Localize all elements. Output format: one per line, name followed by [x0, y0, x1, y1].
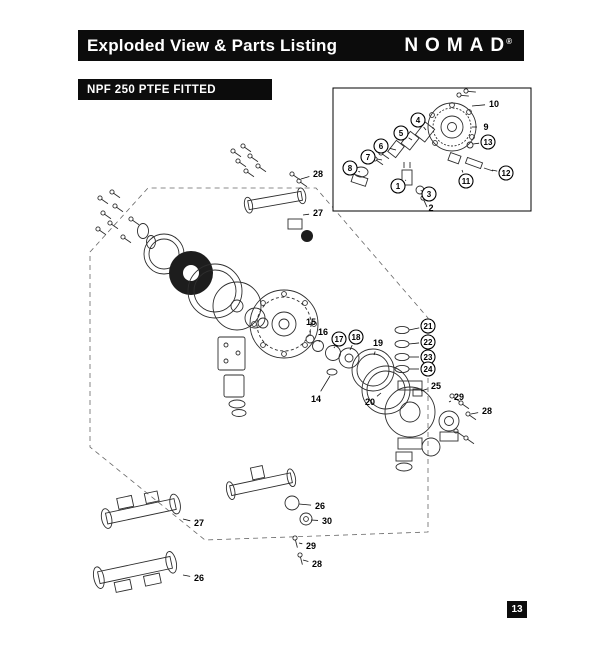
callout-number-1: 1 [396, 182, 401, 191]
bottom-left-manifolds-art [92, 490, 181, 593]
callout-number-18: 18 [352, 333, 361, 342]
callout-leader-18 [349, 345, 353, 351]
callout-number-5: 5 [399, 129, 404, 138]
callout-number-8: 8 [348, 164, 353, 173]
callout-number-12: 12 [502, 169, 511, 178]
callout-leader-28 [470, 412, 479, 415]
callout-number-14: 14 [311, 394, 321, 404]
callout-circle-5 [393, 125, 409, 141]
callout-number-27: 27 [313, 208, 323, 218]
callout-number-7: 7 [366, 153, 371, 162]
callout-number-26: 26 [315, 501, 325, 511]
callout-number-25: 25 [431, 381, 441, 391]
callout-number-21: 21 [424, 322, 433, 331]
callout-number-4: 4 [416, 116, 421, 125]
callout-number-29: 29 [454, 392, 464, 402]
callout-leader-27 [302, 213, 310, 216]
dashed-guides [89, 187, 429, 541]
callout-circle-17 [331, 331, 347, 347]
callout-circle-24 [420, 361, 436, 377]
callout-number-6: 6 [379, 142, 384, 151]
page-title: Exploded View & Parts Listing [87, 35, 338, 55]
registered-trademark-icon: ® [506, 36, 512, 46]
callout-leader-7 [376, 158, 383, 161]
callout-leader-27 [182, 518, 191, 522]
right-manifold-art [421, 393, 477, 457]
callout-number-17: 17 [335, 335, 344, 344]
callout-circle-1 [390, 178, 406, 194]
callout-leader-12 [491, 169, 498, 172]
callout-circle-8 [342, 160, 358, 176]
callout-leader-28 [302, 559, 309, 562]
callout-number-27: 27 [194, 518, 204, 528]
callout-number-28: 28 [313, 169, 323, 179]
callout-circle-4 [410, 112, 426, 128]
callout-leader-6 [389, 147, 397, 151]
callout-leader-26 [298, 503, 312, 506]
callout-number-20: 20 [365, 397, 375, 407]
callout-number-29: 29 [306, 541, 316, 551]
top-bracket-art [230, 143, 313, 242]
callout-leader-28 [300, 176, 310, 180]
callout-circle-21 [420, 318, 436, 334]
air-valve-column-art [217, 336, 247, 417]
callout-leader-11 [461, 169, 464, 173]
callout-number-19: 19 [373, 338, 383, 348]
callout-leader-20 [376, 392, 382, 397]
callout-leader-13 [472, 142, 480, 145]
callout-number-11: 11 [462, 177, 471, 186]
bottom-center-parts-art [225, 465, 313, 566]
page-number: 13 [511, 604, 523, 615]
page-number-badge: 13 [507, 601, 527, 618]
callout-leader-3 [420, 190, 423, 192]
callout-circle-18 [348, 329, 364, 345]
callout-number-15: 15 [306, 317, 316, 327]
callout-leader-19 [373, 351, 376, 356]
callout-circle-12 [498, 165, 514, 181]
air-side-stack-art [95, 189, 269, 331]
callout-circle-13 [480, 134, 496, 150]
nomad-logo-text: NOMAD [404, 34, 512, 56]
callout-leader-14 [320, 375, 331, 392]
callout-circle-7 [360, 149, 376, 165]
callout-circle-11 [458, 173, 474, 189]
callout-circle-22 [420, 334, 436, 350]
nomad-logo: NOMAD ® [404, 35, 512, 57]
callout-number-9: 9 [483, 122, 488, 132]
callout-leader-10 [471, 104, 486, 107]
header-bar: Exploded View & Parts Listing NOMAD ® [78, 30, 524, 61]
callout-number-16: 16 [318, 327, 328, 337]
callout-leader-4 [423, 126, 427, 131]
model-banner-label: NPF 250 PTFE FITTED [87, 83, 217, 96]
callout-number-28: 28 [312, 559, 322, 569]
callout-leader-21 [408, 327, 420, 331]
callout-circle-6 [373, 138, 389, 154]
callout-leader-25 [420, 388, 428, 392]
callout-leader-5 [408, 137, 413, 141]
callout-leader-8 [358, 170, 361, 173]
callout-leader-22 [408, 342, 420, 345]
callout-number-22: 22 [424, 338, 433, 347]
callout-number-28: 28 [482, 406, 492, 416]
callout-circle-3 [421, 186, 437, 202]
center-housing-art [249, 289, 319, 359]
callout-number-13: 13 [484, 138, 493, 147]
callout-leader-29 [298, 542, 303, 545]
callout-number-26: 26 [194, 573, 204, 583]
callout-number-24: 24 [424, 365, 433, 374]
callout-leader-26 [182, 574, 191, 577]
callout-number-23: 23 [424, 353, 433, 362]
model-banner: NPF 250 PTFE FITTED [78, 79, 272, 100]
callout-leader-16 [318, 340, 321, 343]
callout-number-2: 2 [428, 203, 433, 213]
callout-number-30: 30 [322, 516, 332, 526]
callout-leader-1 [404, 179, 407, 181]
callout-leader-29 [448, 400, 452, 403]
callout-number-10: 10 [489, 99, 499, 109]
callout-leader-17 [333, 346, 335, 349]
callout-number-3: 3 [427, 190, 432, 199]
